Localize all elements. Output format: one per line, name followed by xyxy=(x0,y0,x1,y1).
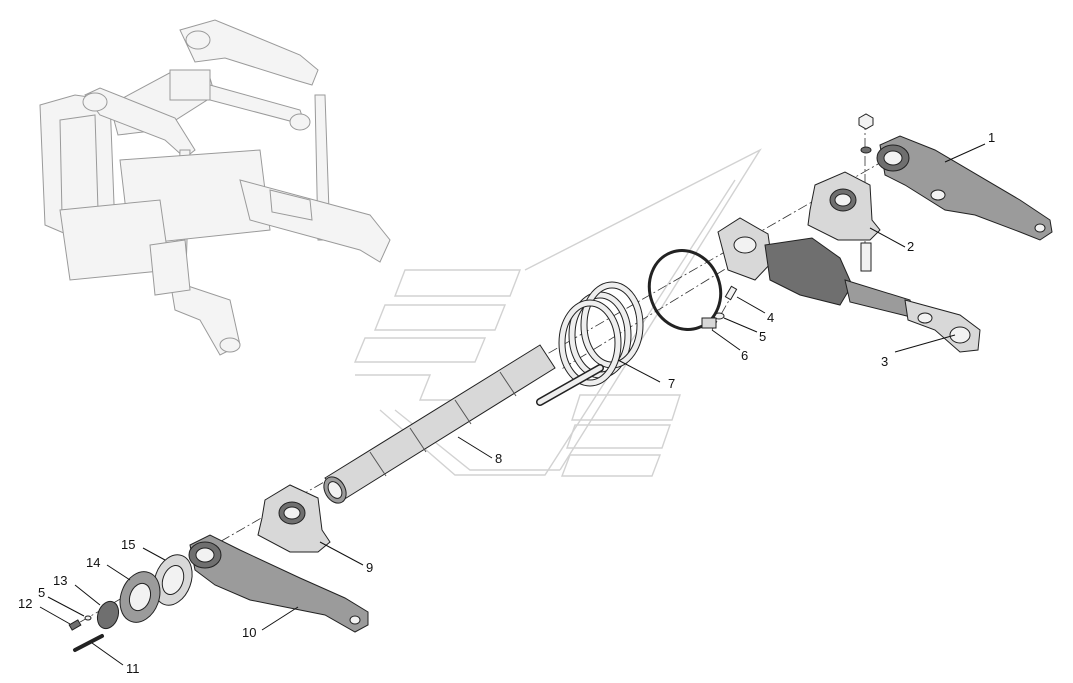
callout-2: 2 xyxy=(907,239,914,254)
callout-7: 7 xyxy=(668,376,675,391)
callout-9: 9 xyxy=(366,560,373,575)
part-9-bracket-left xyxy=(257,484,331,553)
callout-4: 4 xyxy=(767,310,774,325)
callout-5-lower: 5 xyxy=(38,585,45,600)
callout-15: 15 xyxy=(121,537,135,552)
part-11-pin xyxy=(73,634,104,652)
part-8-shaft xyxy=(323,344,556,504)
callout-8: 8 xyxy=(495,451,502,466)
part-10-lift-arm-left xyxy=(188,534,369,633)
part-4-screw xyxy=(724,285,738,301)
part-15-washer xyxy=(153,554,193,606)
callout-labels: 1 2 3 4 5 6 7 8 9 10 11 12 13 14 15 5 xyxy=(18,130,995,676)
callout-13: 13 xyxy=(53,573,67,588)
callout-5-upper: 5 xyxy=(759,329,766,344)
part-13-cap-plate xyxy=(96,600,120,630)
background-hitch-assembly xyxy=(39,19,391,356)
callout-10: 10 xyxy=(242,625,256,640)
part-2-bracket-right xyxy=(807,171,881,241)
part-3-lift-rod-bellows xyxy=(717,217,981,353)
callout-14: 14 xyxy=(86,555,100,570)
callout-6: 6 xyxy=(741,348,748,363)
part-14-washer xyxy=(119,571,161,623)
callout-1: 1 xyxy=(988,130,995,145)
part-bolt-nut-washer xyxy=(858,113,874,272)
part-5-washer-lower xyxy=(84,615,92,621)
callout-11: 11 xyxy=(126,661,140,676)
part-1-lift-arm-right xyxy=(876,135,1053,241)
part-12-bolt xyxy=(68,619,82,631)
leader-lines xyxy=(39,143,986,666)
part-6-clamp-ring xyxy=(647,249,723,331)
callout-12: 12 xyxy=(18,596,32,611)
part-7-torsion-spring xyxy=(536,281,644,406)
callout-3: 3 xyxy=(881,354,888,369)
